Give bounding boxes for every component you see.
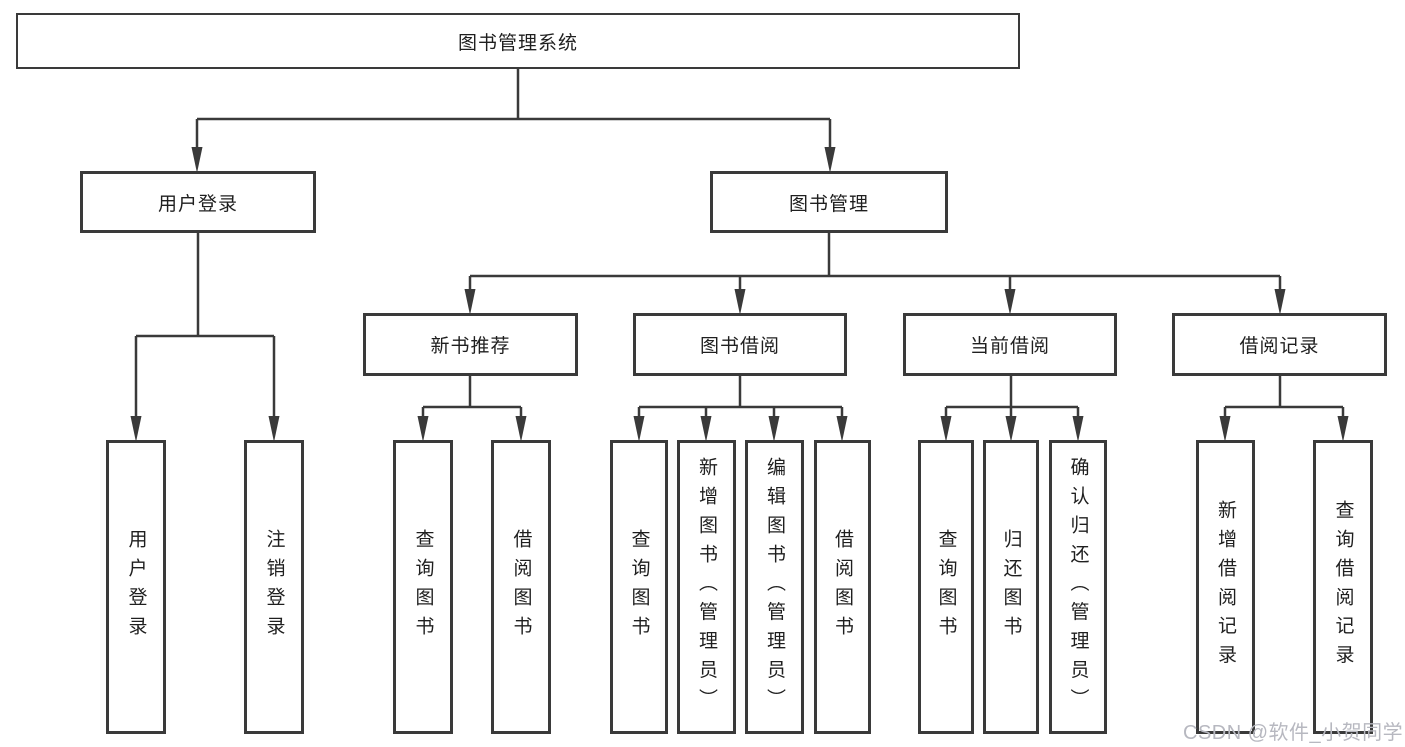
node-leaf-borrow-books-recommend: 借阅图书	[491, 440, 551, 734]
node-label: 当前借阅	[969, 336, 1050, 357]
node-label: 图书借阅	[699, 336, 780, 357]
node-leaf-return-books: 归还图书	[983, 440, 1039, 734]
node-label: 新增图书（管理员）	[696, 457, 717, 717]
node-label: 查询借阅记录	[1332, 500, 1354, 674]
connector-arrowheads	[130, 147, 1349, 442]
node-label: 借阅图书	[510, 529, 532, 645]
node-label: 借阅图书	[832, 529, 853, 645]
node-book-management: 图书管理	[710, 171, 948, 233]
node-label: 图书管理	[788, 193, 869, 215]
node-label: 归还图书	[1000, 529, 1022, 645]
node-label: 注销登录	[263, 529, 285, 645]
node-user-login: 用户登录	[80, 171, 316, 233]
node-label: 查询图书	[412, 529, 434, 645]
node-label: 编辑图书（管理员）	[764, 457, 785, 717]
node-leaf-query-borrow-record: 查询借阅记录	[1313, 440, 1373, 734]
node-leaf-confirm-return-admin: 确认归还（管理员）	[1049, 440, 1107, 734]
node-leaf-add-borrow-record: 新增借阅记录	[1196, 440, 1255, 734]
node-leaf-logout: 注销登录	[244, 440, 304, 734]
node-borrowing-records: 借阅记录	[1172, 313, 1387, 376]
node-label: 新书推荐	[430, 336, 511, 357]
node-leaf-edit-books-admin: 编辑图书（管理员）	[745, 440, 804, 734]
node-label: 查询图书	[935, 529, 957, 645]
node-leaf-add-books-admin: 新增图书（管理员）	[677, 440, 736, 734]
node-new-book-recommend: 新书推荐	[363, 313, 578, 376]
node-leaf-user-login: 用户登录	[106, 440, 166, 734]
node-book-borrowing: 图书借阅	[633, 313, 847, 376]
node-label: 图书管理系统	[457, 32, 578, 54]
node-leaf-query-books-recommend: 查询图书	[393, 440, 453, 734]
node-label: 查询图书	[628, 529, 650, 645]
node-current-borrowing: 当前借阅	[903, 313, 1117, 376]
node-leaf-query-books-borrowing: 查询图书	[610, 440, 668, 734]
node-label: 新增借阅记录	[1215, 500, 1236, 674]
node-label: 用户登录	[125, 529, 147, 645]
node-library-management-system: 图书管理系统	[16, 13, 1020, 69]
csdn-watermark: CSDN @软件_小贺同学	[1183, 722, 1404, 744]
node-leaf-query-books-current: 查询图书	[918, 440, 974, 734]
connector-lines	[134, 69, 1345, 419]
node-leaf-borrow-books: 借阅图书	[814, 440, 871, 734]
node-label: 用户登录	[157, 193, 238, 215]
node-label: 借阅记录	[1239, 336, 1320, 357]
node-label: 确认归还（管理员）	[1067, 457, 1089, 717]
